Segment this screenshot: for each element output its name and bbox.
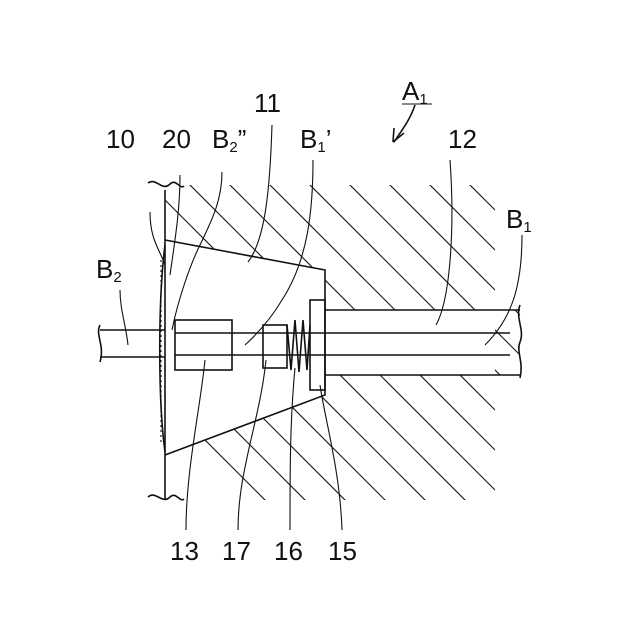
label-b2: B2 [96, 254, 122, 286]
leader-11 [248, 125, 272, 262]
label-b1p: B1’ [300, 124, 331, 156]
leader-20 [170, 175, 180, 275]
break-bottom [148, 495, 184, 500]
label-12: 12 [448, 124, 477, 154]
leader-b1 [485, 235, 522, 345]
spring-16 [287, 320, 310, 372]
block-13 [175, 320, 232, 370]
leader-13 [186, 360, 205, 530]
label-16: 16 [274, 536, 303, 566]
block-17 [263, 325, 287, 368]
label-15: 15 [328, 536, 357, 566]
housing-hatch [0, 95, 640, 515]
label-17: 17 [222, 536, 251, 566]
label-11: 11 [254, 88, 281, 118]
leader-b2 [120, 290, 128, 345]
label-13: 13 [170, 536, 199, 566]
plate-15 [310, 300, 325, 390]
break-top [148, 182, 184, 187]
leader-b1p [245, 160, 313, 345]
leader-12 [436, 160, 452, 325]
leader-17 [238, 360, 266, 530]
label-b1: B1 [506, 204, 532, 236]
bore-break [519, 305, 522, 378]
label-20: 20 [162, 124, 191, 154]
label-a1: A1 [402, 76, 428, 108]
leader-10 [150, 212, 165, 265]
arrow-a1-shaft [394, 105, 415, 142]
label-b2pp: B2” [212, 124, 246, 156]
label-10: 10 [106, 124, 135, 154]
